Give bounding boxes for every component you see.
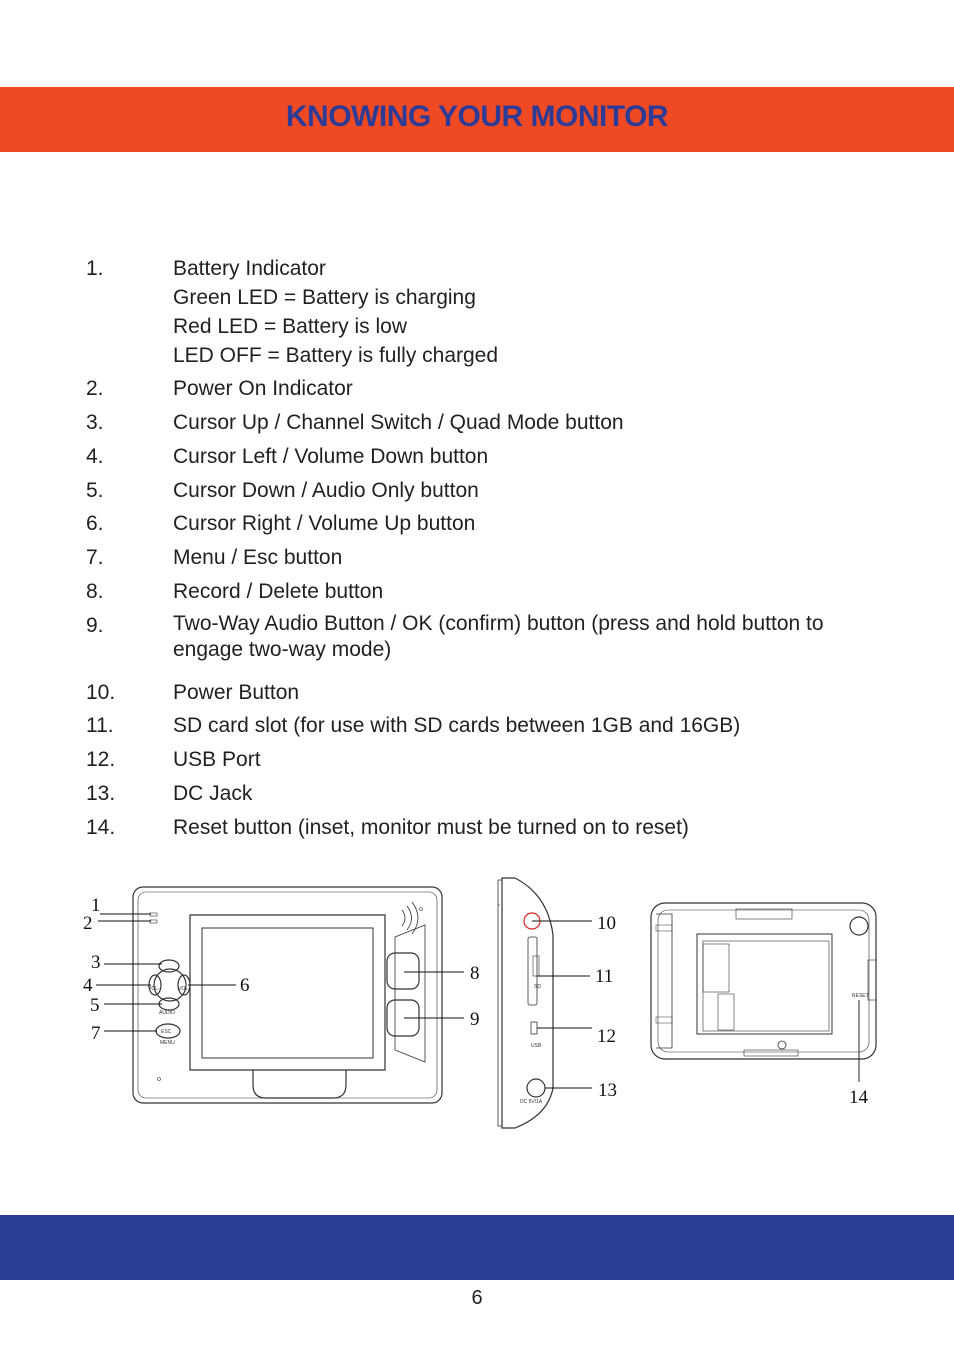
item-number: 1. [86, 257, 104, 280]
item-line: Red LED = Battery is low [173, 315, 408, 338]
item-number: 5. [86, 479, 104, 502]
item-number: 13. [86, 782, 116, 805]
item-text: USB Port [173, 748, 261, 771]
audio-label: AUDIO [159, 1010, 175, 1016]
item-number: 11. [86, 714, 114, 737]
side-labels: SD USB DC 5V/1A [520, 984, 543, 1105]
item-line: LED OFF = Battery is fully charged [173, 344, 499, 367]
callout-14: 14 [849, 1087, 869, 1108]
page-title: KNOWING YOUR MONITOR [285, 100, 669, 133]
item-line: Battery Indicator [173, 257, 326, 280]
item-text: Reset button (inset, monitor must be tur… [173, 816, 689, 839]
dc-label: DC 5V/1A [520, 1099, 543, 1105]
front-labels: AUDIO ESC MENU VOL- VOL+ [148, 986, 191, 1046]
item-number: 6. [86, 512, 104, 535]
item-text: Power Button [173, 681, 300, 704]
callout-7: 7 [91, 1023, 101, 1044]
callout-11: 11 [595, 966, 613, 987]
sd-label: SD [534, 984, 541, 990]
item-number: 8. [86, 580, 104, 603]
footer-band [0, 1215, 954, 1280]
usb-label: USB [531, 1043, 542, 1049]
side-callout-lines [532, 920, 592, 1089]
item-text: Record / Delete button [173, 580, 384, 603]
monitor-diagram: AUDIO ESC MENU VOL- VOL+ SD USB DC 5V/1A [83, 877, 877, 1129]
item-number: 3. [86, 411, 104, 434]
reset-label: RESET [852, 993, 869, 999]
item-number: 2. [86, 377, 104, 400]
callout-8: 8 [470, 963, 480, 984]
item-number: 10. [86, 681, 116, 704]
item-number: 12. [86, 748, 116, 771]
item-text: Cursor Right / Volume Up button [173, 512, 476, 535]
esc-label: ESC [161, 1029, 172, 1035]
callout-6: 6 [240, 975, 250, 996]
back-view [650, 902, 877, 1060]
front-callout-lines [96, 913, 464, 1032]
item-text: Menu / Esc button [173, 546, 343, 569]
item-number: 7. [86, 546, 104, 569]
item-text: Battery Indicator Green LED = Battery is… [173, 254, 873, 370]
menu-label: MENU [160, 1040, 175, 1046]
callout-3: 3 [91, 952, 101, 973]
callout-2: 2 [83, 913, 93, 934]
side-view [497, 877, 554, 1129]
item-text: Cursor Up / Channel Switch / Quad Mode b… [173, 411, 624, 434]
callout-9: 9 [470, 1009, 480, 1030]
callout-numbers: 1 2 3 4 5 6 7 8 9 10 11 12 13 14 [83, 895, 869, 1108]
header-band [0, 87, 954, 152]
item-line: Green LED = Battery is charging [173, 286, 476, 309]
item-number: 14. [86, 816, 116, 839]
page-number: 6 [471, 1287, 483, 1309]
item-text: DC Jack [173, 782, 253, 805]
item-text: SD card slot (for use with SD cards betw… [173, 714, 741, 737]
callout-10: 10 [597, 913, 616, 934]
callout-12: 12 [597, 1026, 616, 1047]
callout-13: 13 [598, 1080, 617, 1101]
item-number: 9. [86, 614, 104, 637]
callout-4: 4 [83, 975, 93, 996]
callout-5: 5 [90, 995, 100, 1016]
item-text: Cursor Left / Volume Down button [173, 445, 489, 468]
item-number: 4. [86, 445, 104, 468]
vol-plus-label: VOL+ [178, 986, 191, 992]
front-view [132, 886, 443, 1104]
item-text: Power On Indicator [173, 377, 353, 400]
item-text: Cursor Down / Audio Only button [173, 479, 479, 502]
vol-minus-label: VOL- [148, 986, 160, 992]
callout-1: 1 [91, 895, 101, 916]
item-text: Two-Way Audio Button / OK (confirm) butt… [173, 612, 824, 661]
